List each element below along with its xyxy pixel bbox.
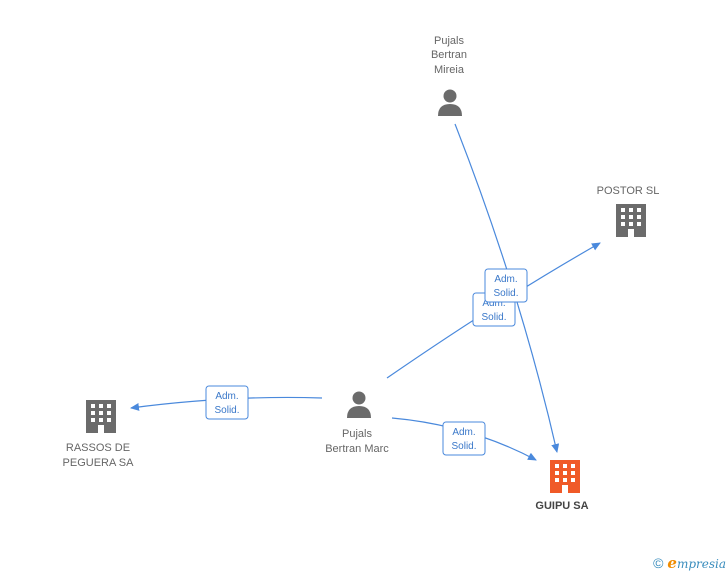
relation-label-1: Adm. [482, 298, 505, 309]
relation-label-2: Solid. [493, 288, 518, 299]
relation-label-2: Solid. [481, 312, 506, 323]
person-icon [347, 391, 371, 418]
node-postor[interactable]: POSTOR SL [597, 185, 660, 237]
node-rassos-label-1: RASSOS DE [66, 442, 130, 454]
empresia-logo: empresia [667, 554, 726, 572]
footer-brand[interactable]: © empresia [653, 554, 726, 572]
node-rassos[interactable]: RASSOS DE PEGUERA SA [63, 400, 135, 469]
building-icon [616, 204, 646, 237]
node-rassos-label-2: PEGUERA SA [63, 457, 135, 469]
node-mireia-label-1: Pujals [434, 35, 464, 47]
node-guipu[interactable]: GUIPU SA [535, 460, 589, 512]
building-icon [550, 460, 580, 493]
relation-label-1: Adm. [215, 391, 238, 402]
building-icon [86, 400, 116, 433]
node-marc-label-2: Bertran Marc [325, 443, 389, 455]
brand-rest: mpresia [676, 557, 726, 571]
relation-label-2: Solid. [214, 405, 239, 416]
copyright-symbol: © [653, 555, 664, 571]
brand-initial: e [667, 554, 677, 572]
node-marc-label-1: Pujals [342, 428, 372, 440]
relation-box-marc-guipu[interactable]: Adm. Solid. [442, 421, 486, 456]
node-mireia[interactable]: Pujals Bertran Mireia [431, 35, 467, 116]
relation-label-1: Adm. [494, 274, 517, 285]
relation-box-mireia-guipu[interactable]: Adm. Solid. [484, 268, 528, 303]
node-postor-label: POSTOR SL [597, 185, 660, 197]
person-icon [438, 89, 462, 116]
relation-box-marc-rassos[interactable]: Adm. Solid. [205, 385, 249, 420]
relation-label-1: Adm. [452, 427, 475, 438]
node-mireia-label-3: Mireia [434, 64, 465, 76]
node-mireia-label-2: Bertran [431, 49, 467, 61]
relation-label-2: Solid. [451, 441, 476, 452]
node-marc[interactable]: Pujals Bertran Marc [325, 391, 389, 456]
node-guipu-label: GUIPU SA [535, 500, 588, 512]
